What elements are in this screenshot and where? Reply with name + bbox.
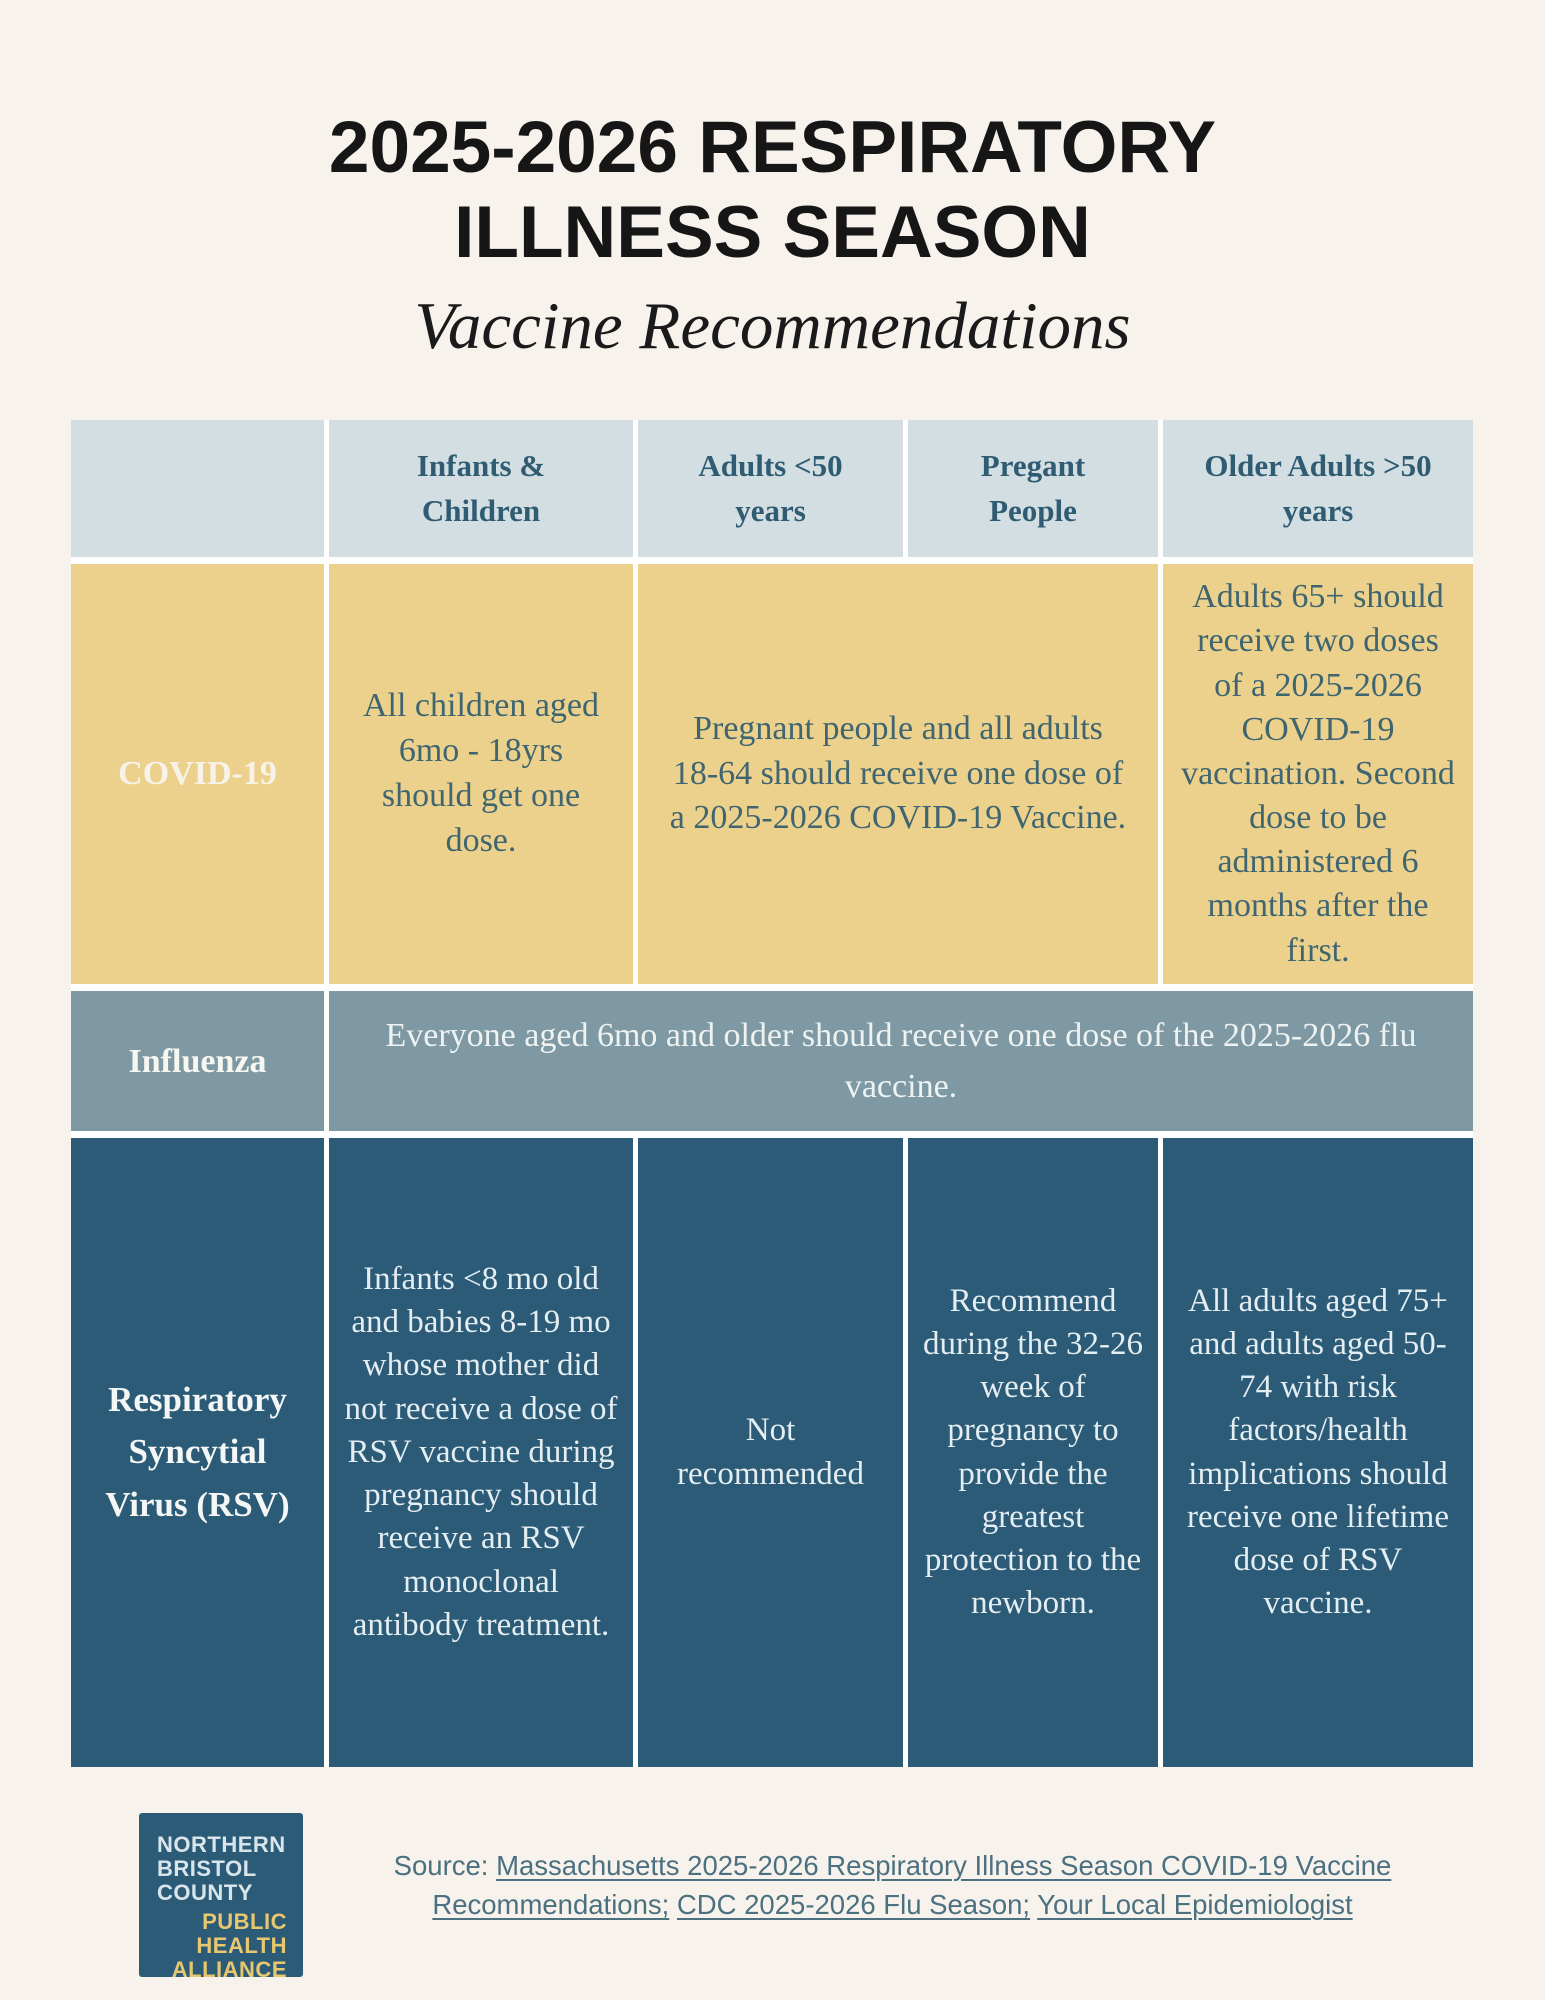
covid-adults-pregnant-merged-cell: Pregnant people and all adults 18-64 sho… <box>638 564 1158 984</box>
logo-county-name: NORTHERN BRISTOL COUNTY <box>157 1833 287 1905</box>
covid-infants-children-cell: All children aged 6mo - 18yrs should get… <box>329 564 633 984</box>
logo-line-alliance: ALLIANCE <box>171 1956 287 1982</box>
page-subtitle: Vaccine Recommendations <box>414 288 1131 363</box>
covid-older-adults-cell: Adults 65+ should receive two doses of a… <box>1163 564 1473 984</box>
source-prefix: Source: <box>393 1850 497 1881</box>
influenza-row-label: Influenza <box>71 991 324 1131</box>
influenza-all-groups-merged-cell: Everyone aged 6mo and older should recei… <box>329 991 1473 1131</box>
source-link-your-local-epidemiologist[interactable]: Your Local Epidemiologist <box>1037 1889 1353 1921</box>
logo-org-name: PUBLIC HEALTH ALLIANCE <box>157 1908 287 1982</box>
source-citation: Source: Massachusetts 2025-2026 Respirat… <box>320 1846 1465 1924</box>
page-title-line1: 2025-2026 RESPIRATORY <box>328 107 1217 188</box>
logo-line-bristol: BRISTOL <box>157 1855 257 1881</box>
logo-line-health: HEALTH <box>196 1932 287 1958</box>
rsv-infants-children-cell: Infants <8 mo old and babies 8-19 mo who… <box>329 1138 633 1767</box>
logo-line-northern: NORTHERN <box>157 1832 286 1857</box>
logo-line-public: PUBLIC <box>202 1908 287 1934</box>
nbc-public-health-alliance-logo: NORTHERN BRISTOL COUNTY PUBLIC HEALTH AL… <box>139 1813 303 1981</box>
rsv-older-adults-cell: All adults aged 75+ and adults aged 50-7… <box>1163 1138 1473 1767</box>
page-title-line2: ILLNESS SEASON <box>454 192 1091 274</box>
column-header-infants-children: Infants & Children <box>329 420 633 557</box>
source-link-massachusetts-recommendations[interactable]: Massachusetts 2025-2026 Respiratory Illn… <box>432 1850 1392 1921</box>
column-header-pregnant-people: Pregant People <box>908 420 1158 557</box>
table-corner-cell <box>71 420 324 557</box>
column-header-older-adults: Older Adults >50 years <box>1163 420 1473 557</box>
column-header-adults-under-50: Adults <50 years <box>638 420 903 557</box>
rsv-row-label: Respiratory Syncytial Virus (RSV) <box>71 1138 324 1767</box>
rsv-pregnant-people-cell: Recommend during the 32-26 week of pregn… <box>908 1138 1158 1767</box>
vaccine-recommendations-table: Infants & Children Adults <50 years Preg… <box>71 420 1473 1767</box>
covid-row-label: COVID-19 <box>71 564 324 984</box>
source-link-cdc-flu-season[interactable]: CDC 2025-2026 Flu Season; <box>676 1889 1031 1921</box>
rsv-adults-under-50-cell: Not recommended <box>638 1138 903 1767</box>
logo-line-county: COUNTY <box>157 1879 253 1905</box>
